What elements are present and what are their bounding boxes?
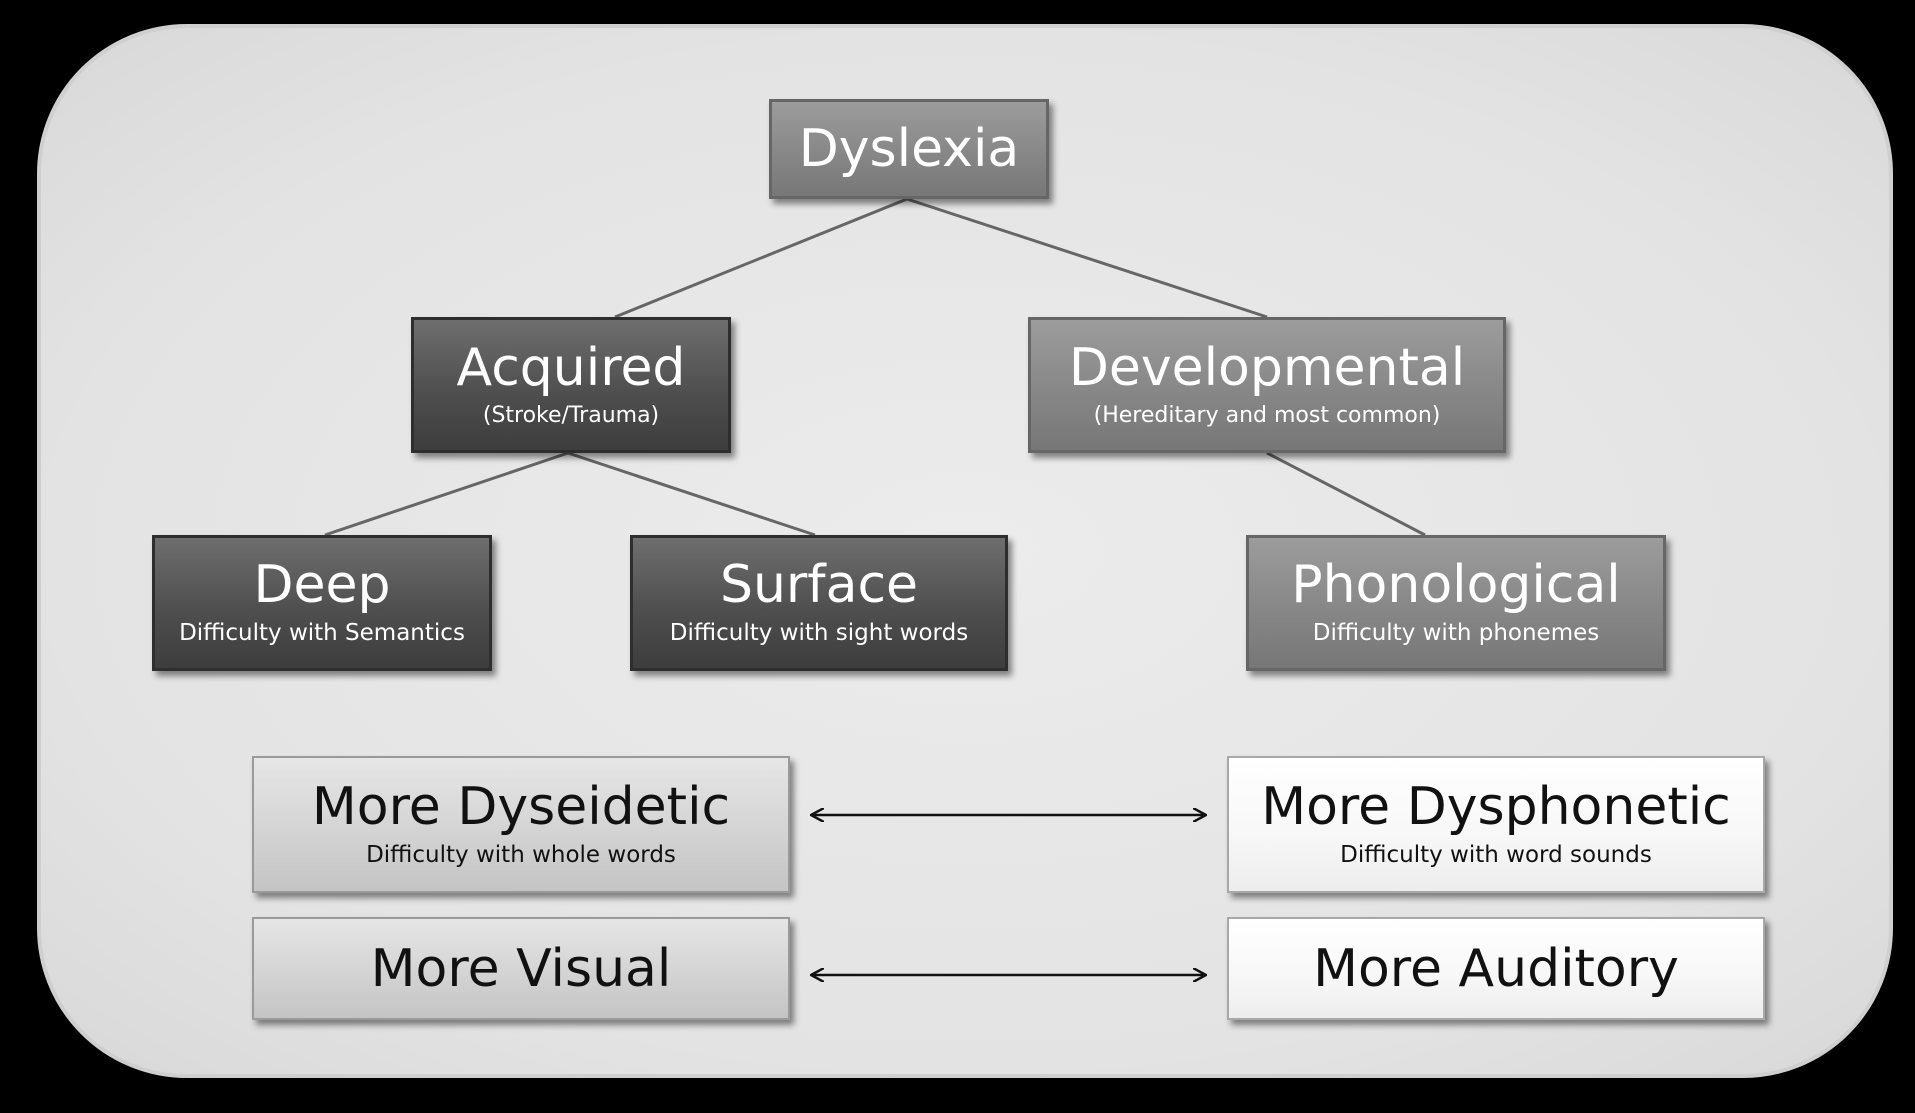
node-acquired-subtitle: (Stroke/Trauma) <box>482 402 660 428</box>
node-more-visual-title: More Visual <box>370 938 672 999</box>
node-more-dyseidetic-title: More Dyseidetic <box>311 776 731 837</box>
node-more-visual: More Visual <box>252 917 790 1020</box>
node-more-dysphonetic-title: More Dysphonetic <box>1261 776 1731 837</box>
node-deep-title: Deep <box>253 555 391 616</box>
node-more-dyseidetic: More Dyseidetic Difficulty with whole wo… <box>252 756 790 893</box>
node-surface-title: Surface <box>719 555 919 616</box>
node-more-auditory-title: More Auditory <box>1313 938 1679 999</box>
node-developmental: Developmental (Hereditary and most commo… <box>1028 317 1506 453</box>
node-phonological-subtitle: Difficulty with phonemes <box>1312 620 1600 647</box>
node-phonological-title: Phonological <box>1291 555 1621 616</box>
node-phonological: Phonological Difficulty with phonemes <box>1246 535 1666 671</box>
node-deep-subtitle: Difficulty with Semantics <box>179 620 465 647</box>
node-surface: Surface Difficulty with sight words <box>630 535 1008 671</box>
node-acquired: Acquired (Stroke/Trauma) <box>411 317 731 453</box>
node-acquired-title: Acquired <box>456 337 686 398</box>
node-surface-subtitle: Difficulty with sight words <box>669 620 969 647</box>
node-more-dysphonetic-subtitle: Difficulty with word sounds <box>1340 841 1652 868</box>
node-dyslexia: Dyslexia <box>769 99 1049 199</box>
node-developmental-title: Developmental <box>1068 337 1466 398</box>
node-developmental-subtitle: (Hereditary and most common) <box>1093 402 1441 428</box>
node-more-auditory: More Auditory <box>1227 917 1765 1020</box>
node-deep: Deep Difficulty with Semantics <box>152 535 492 671</box>
node-more-dysphonetic: More Dysphonetic Difficulty with word so… <box>1227 756 1765 893</box>
node-dyslexia-title: Dyslexia <box>798 119 1020 179</box>
node-more-dyseidetic-subtitle: Difficulty with whole words <box>366 841 676 868</box>
